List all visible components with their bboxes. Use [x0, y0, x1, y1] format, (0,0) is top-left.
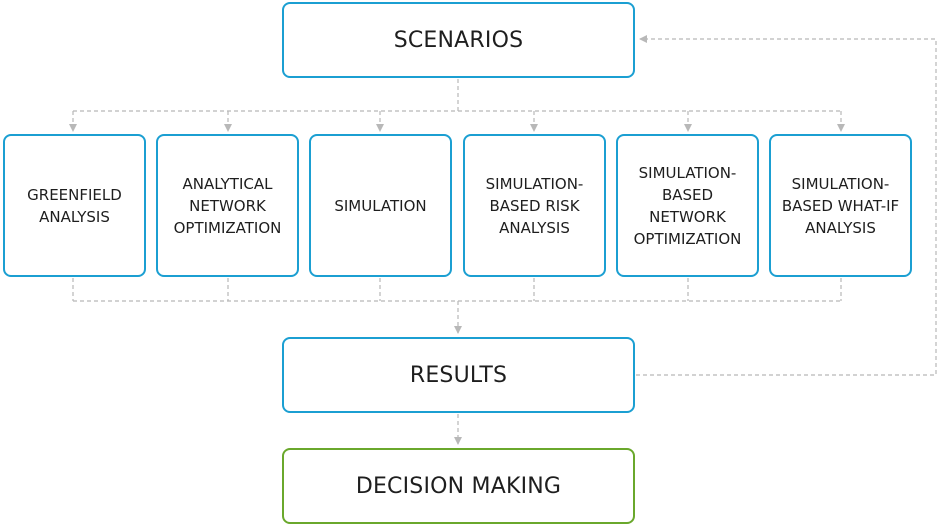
scenarios-label: SCENARIOS — [393, 27, 524, 53]
scenarios-box: SCENARIOS — [282, 2, 635, 78]
method-box-simulation: SIMULATION — [309, 134, 452, 277]
connector-feedback-loop — [636, 35, 937, 376]
results-box: RESULTS — [282, 337, 635, 413]
method-label: SIMULATION-BASED NETWORK OPTIMIZATION — [633, 163, 742, 248]
method-label: SIMULATION — [334, 196, 427, 215]
method-label: SIMULATION-BASED WHAT-IF ANALYSIS — [781, 174, 900, 237]
method-label: SIMULATION-BASED RISK ANALYSIS — [485, 174, 584, 237]
method-box-greenfield-analysis: GREENFIELD ANALYSIS — [3, 134, 146, 277]
method-box-analytical-network-optimization: ANALYTICAL NETWORK OPTIMIZATION — [156, 134, 299, 277]
method-label: GREENFIELD ANALYSIS — [27, 185, 122, 226]
method-box-simulation-based-risk-analysis: SIMULATION-BASED RISK ANALYSIS — [463, 134, 606, 277]
decision-making-box: DECISION MAKING — [282, 448, 635, 524]
results-label: RESULTS — [409, 362, 508, 388]
method-box-simulation-based-what-if-analysis: SIMULATION-BASED WHAT-IF ANALYSIS — [769, 134, 912, 277]
method-label: ANALYTICAL NETWORK OPTIMIZATION — [173, 174, 282, 237]
method-box-simulation-based-network-optimization: SIMULATION-BASED NETWORK OPTIMIZATION — [616, 134, 759, 277]
decision-label: DECISION MAKING — [355, 473, 562, 499]
